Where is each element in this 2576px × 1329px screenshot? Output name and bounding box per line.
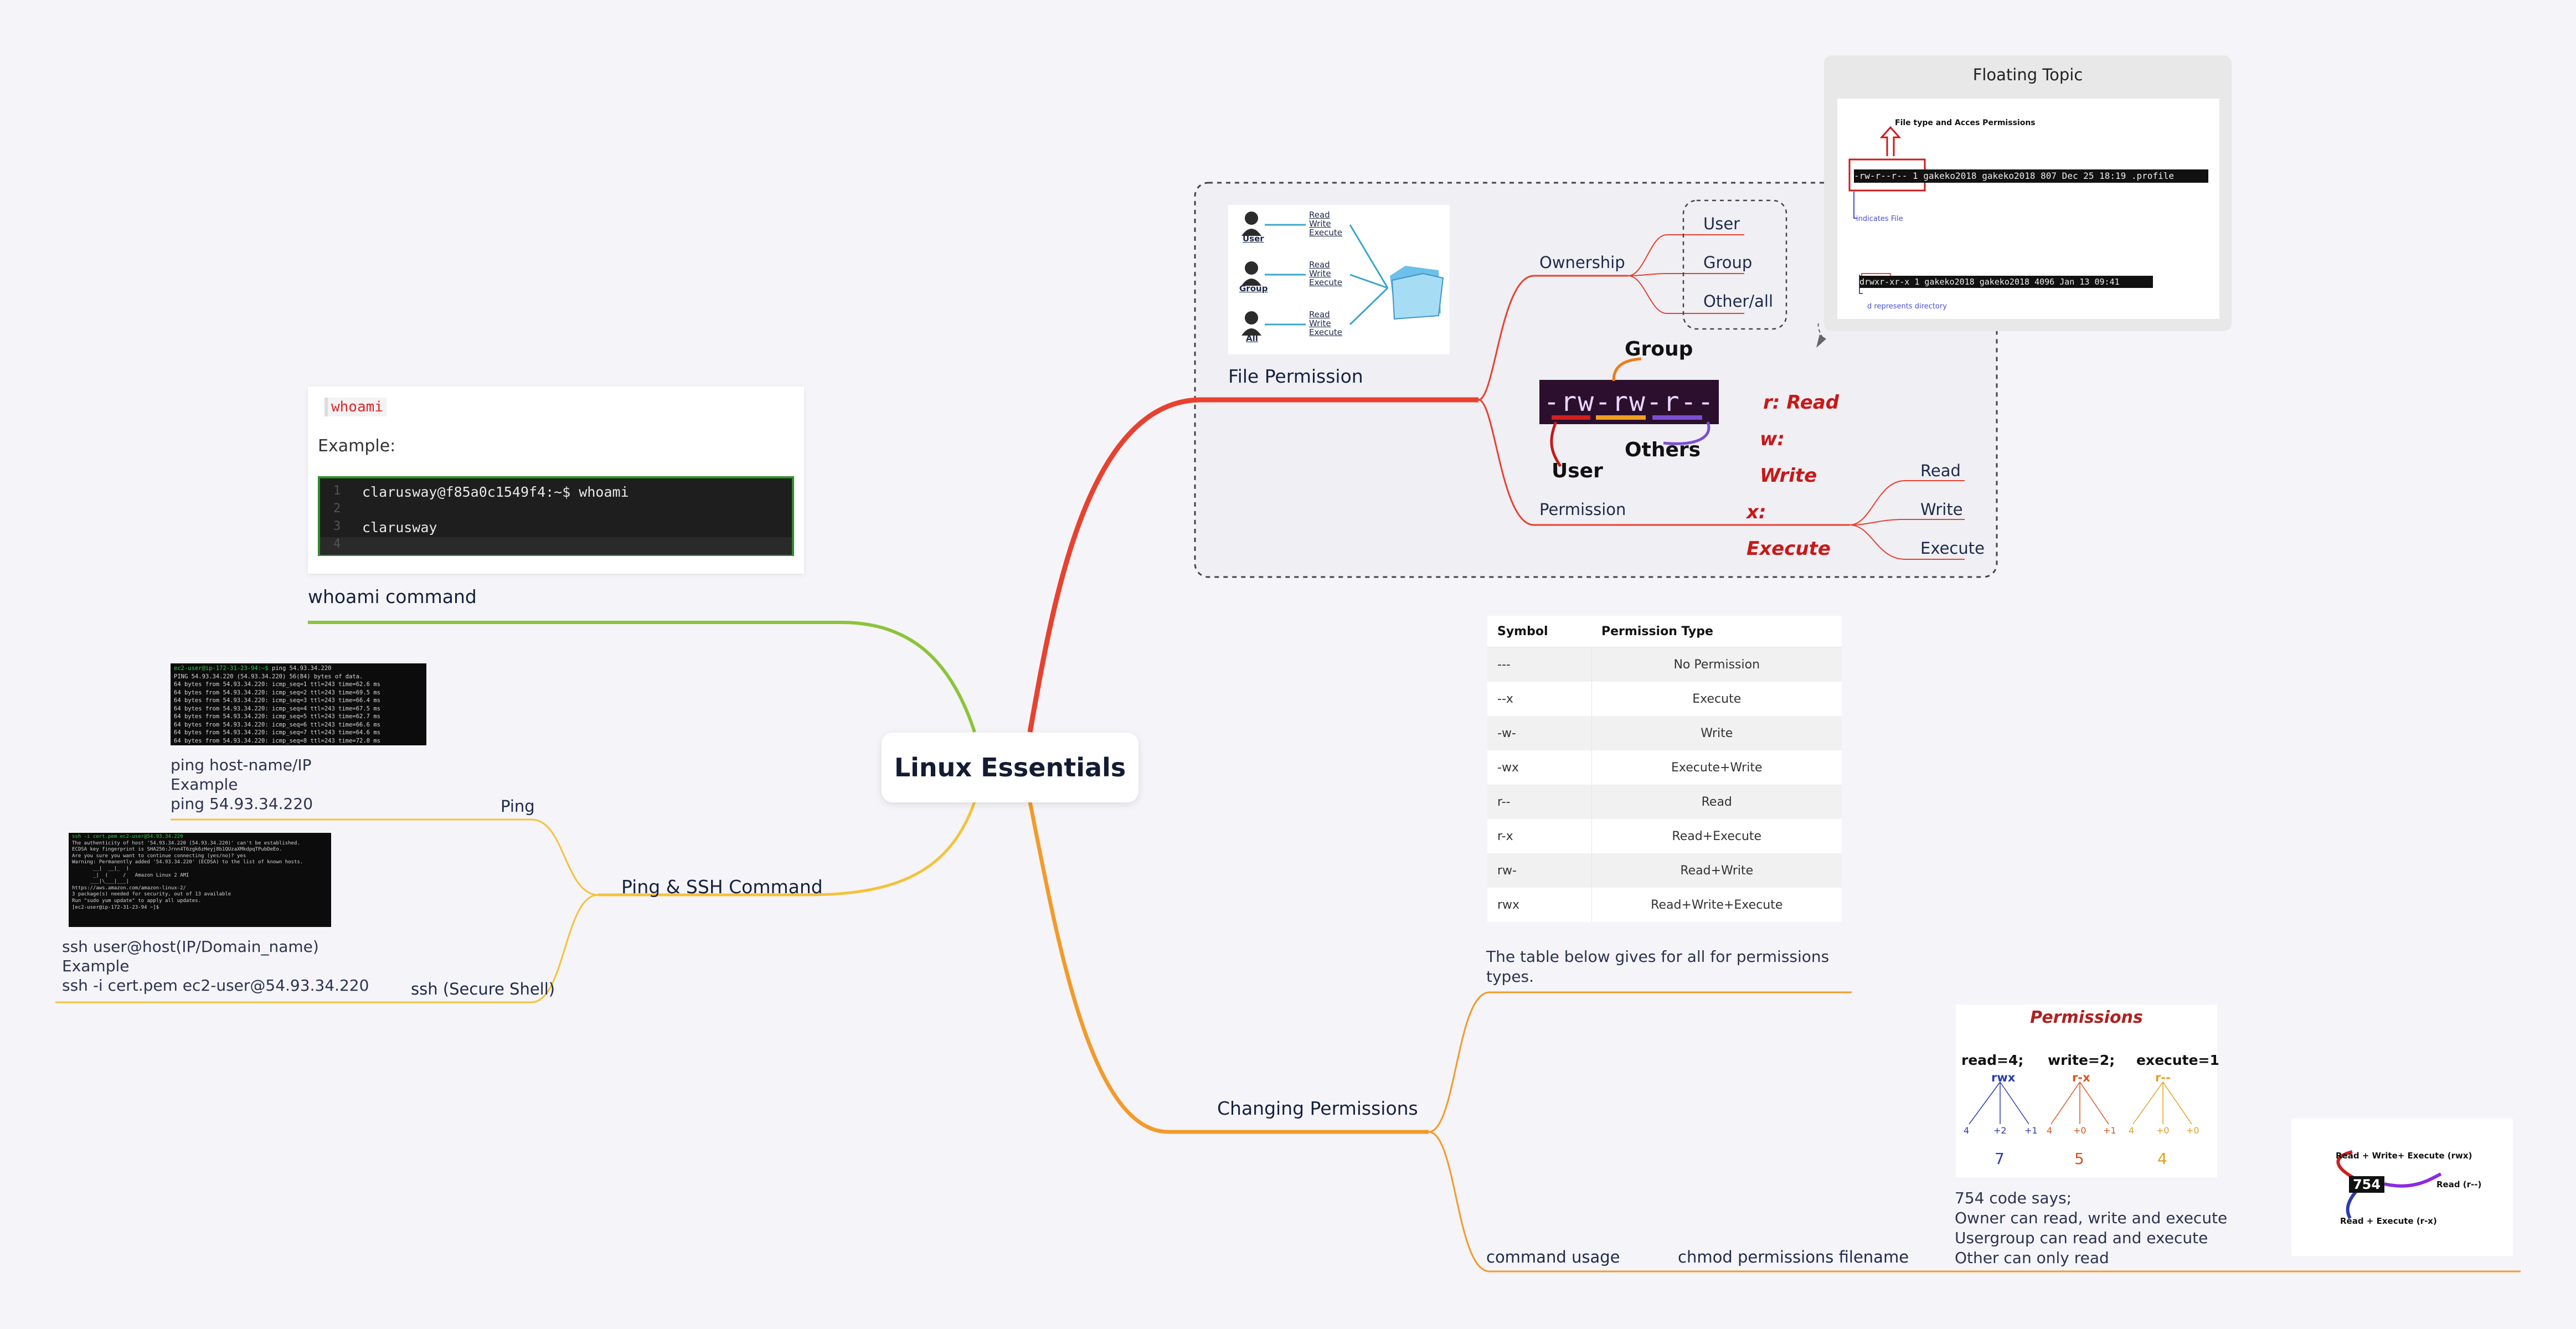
permission-execute[interactable]: Execute bbox=[1920, 539, 1985, 558]
execute-value-label: execute=1 bbox=[2136, 1052, 2219, 1068]
ping-topic[interactable]: Ping bbox=[501, 797, 535, 816]
whoami-command-topic[interactable]: whoami command bbox=[308, 586, 477, 607]
permission-write[interactable]: Write bbox=[1920, 500, 1963, 519]
floating-topic-title: Floating Topic bbox=[1972, 65, 2083, 84]
read-value-label: read=4; bbox=[1961, 1052, 2024, 1068]
ping-note: ping host-name/IP Example ping 54.93.34.… bbox=[171, 756, 313, 813]
changing-permissions-connector bbox=[1028, 801, 1429, 1134]
code-754-illustration: 754 Read + Write+ Execute (rwx) Read (r-… bbox=[2291, 1119, 2513, 1256]
ownership-topic[interactable]: Ownership bbox=[1539, 253, 1625, 272]
changing-permissions-topic[interactable]: Changing Permissions bbox=[1217, 1098, 1418, 1119]
central-topic[interactable]: Linux Essentials bbox=[882, 733, 1138, 802]
user-person-icon bbox=[1241, 212, 1261, 336]
table-header: Symbol bbox=[1487, 616, 1591, 647]
ownership-group[interactable]: Group bbox=[1703, 253, 1753, 272]
ownership-other[interactable]: Other/all bbox=[1703, 292, 1773, 311]
owner-group-label: Group bbox=[1239, 284, 1268, 293]
ping-ssh-connector bbox=[598, 801, 976, 897]
whoami-inline-code: whoami bbox=[324, 398, 387, 416]
rwx-user-label: User bbox=[1552, 460, 1603, 482]
terminal-line: clarusway bbox=[362, 519, 437, 535]
permissions-card-title: Permissions bbox=[2030, 1008, 2143, 1027]
table-row: ---No Permission bbox=[1487, 647, 1842, 682]
whoami-example-label: Example: bbox=[318, 436, 396, 456]
write-value-label: write=2; bbox=[2048, 1052, 2115, 1068]
permission-read[interactable]: Read bbox=[1920, 461, 1961, 480]
ownership-connector bbox=[1478, 275, 1628, 401]
profile-listing-line: -rw-r--r-- 1 gakeko2018 gakeko2018 807 D… bbox=[1854, 169, 2208, 183]
permissions-values-card: Permissions read=4; write=2; execute=1 r… bbox=[1956, 1005, 2219, 1177]
permission-topic[interactable]: Permission bbox=[1539, 500, 1626, 519]
command-usage-connector bbox=[1428, 1131, 2521, 1273]
table-row: r--Read bbox=[1487, 785, 1842, 819]
rwx-group-label: Group bbox=[1625, 338, 1693, 360]
table-connector bbox=[1428, 991, 1852, 1133]
permission-types-table: Symbol Permission Type ---No Permission … bbox=[1487, 616, 1842, 922]
ssh-terminal-screenshot: ssh -i cert.pem ec2-user@54.93.34.220 Th… bbox=[69, 833, 331, 927]
ping-terminal-screenshot: ec2-user@ip-172-31-23-94:~$ ping 54.93.3… bbox=[171, 663, 426, 745]
ping-connector bbox=[171, 818, 599, 896]
table-row: -w-Write bbox=[1487, 716, 1842, 750]
whoami-connector bbox=[308, 621, 976, 733]
owner-user-label: User bbox=[1243, 234, 1264, 244]
ownership-group-boundary bbox=[1682, 199, 1787, 330]
file-type-illustration: File type and Acces Permissions -rw-r--r… bbox=[1837, 99, 2219, 319]
directory-listing-line: drwxr-xr-x 1 gakeko2018 gakeko2018 4096 … bbox=[1859, 276, 2153, 288]
ping-ssh-topic[interactable]: Ping & SSH Command bbox=[621, 876, 823, 898]
file-permission-topic[interactable]: File Permission bbox=[1228, 365, 1363, 387]
rwx-illustration: -rw-rw-r-- Group Others User r: Read w: … bbox=[1536, 338, 1846, 560]
permission-connector bbox=[1478, 399, 1849, 526]
table-header: Permission Type bbox=[1591, 616, 1842, 647]
table-row: rw-Read+Write bbox=[1487, 853, 1842, 888]
code-754-note[interactable]: 754 code says; Owner can read, write and… bbox=[1955, 1189, 2228, 1267]
chmod-syntax-topic[interactable]: chmod permissions filename bbox=[1678, 1248, 1909, 1266]
file-permission-connector bbox=[1027, 397, 1478, 733]
ssh-note: ssh user@host(IP/Domain_name) Example ss… bbox=[62, 937, 369, 995]
ssh-topic[interactable]: ssh (Secure Shell) bbox=[411, 980, 555, 998]
code-754-label: 754 bbox=[2349, 1176, 2384, 1193]
command-usage-topic[interactable]: command usage bbox=[1486, 1248, 1620, 1266]
floating-topic[interactable]: Floating Topic File type and Acces Permi… bbox=[1824, 55, 2232, 331]
rwx-legend: r: Read w: Write x: Execute bbox=[1746, 392, 1840, 560]
owner-all-label: All bbox=[1246, 333, 1258, 343]
terminal-line: clarusway@f85a0c1549f4:~$ whoami bbox=[362, 484, 629, 500]
ownership-user[interactable]: User bbox=[1703, 214, 1740, 233]
ssh-connector bbox=[55, 894, 599, 1003]
rwx-others-label: Others bbox=[1625, 439, 1701, 461]
permission-table-note[interactable]: The table below gives for all for permis… bbox=[1486, 947, 1830, 986]
folder-icon bbox=[1390, 266, 1444, 320]
